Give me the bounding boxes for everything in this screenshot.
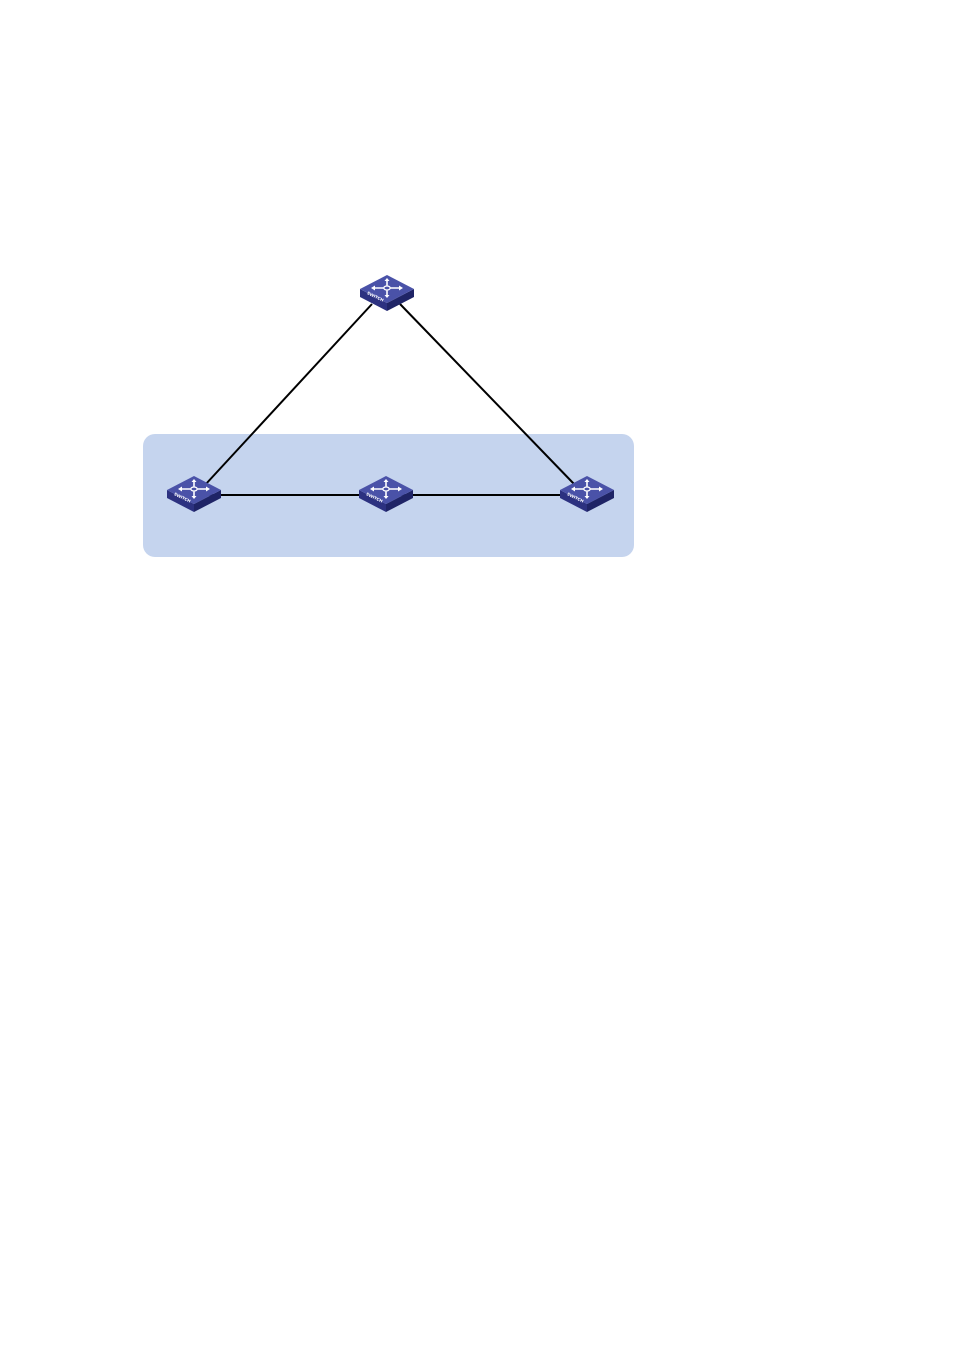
- switch-top: SWITCH: [360, 275, 414, 311]
